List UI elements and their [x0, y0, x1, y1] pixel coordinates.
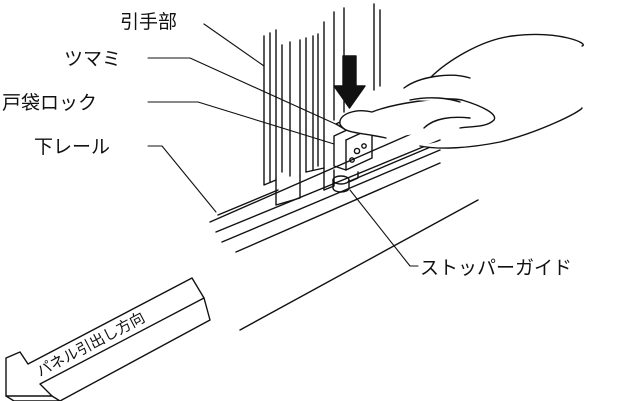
- label-lower-rail: 下レール: [34, 136, 110, 158]
- label-pull-handle: 引手部: [120, 11, 177, 33]
- leader-lock: [147, 101, 335, 145]
- lower-rail-drawing: [209, 129, 441, 253]
- leader-stopper: [349, 189, 419, 267]
- hand-drawing: [339, 33, 584, 149]
- leader-lines: [147, 23, 419, 267]
- pull-out-direction-label: パネル引出し方向: [33, 308, 147, 380]
- floor-line: [239, 199, 479, 331]
- stopper-guide-drawing: [332, 171, 359, 193]
- leader-pull-handle: [203, 23, 265, 67]
- label-door-pocket-lock: 戸袋ロック: [2, 92, 97, 114]
- label-stopper-guide: ストッパーガイド: [420, 257, 572, 279]
- panel-frame-drawing: [263, 3, 381, 206]
- leader-knob: [147, 57, 341, 127]
- label-knob: ツマミ: [64, 48, 121, 70]
- pull-out-arrow-icon: [5, 277, 211, 401]
- leader-rail: [147, 145, 217, 213]
- push-down-arrow-icon: [333, 55, 366, 109]
